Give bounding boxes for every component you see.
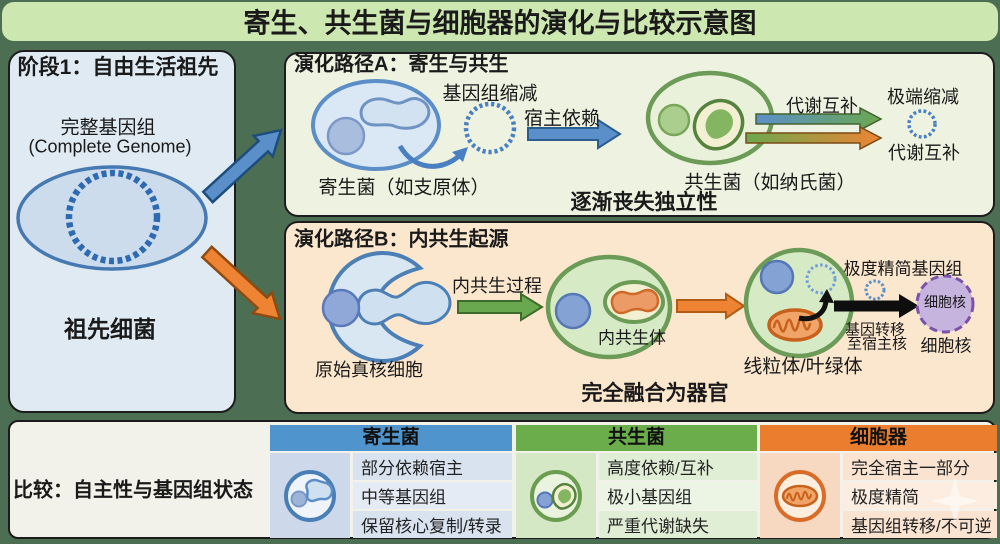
endosymbiont-label: 内共生体 — [598, 328, 666, 348]
table-header-parasite: 寄生菌 — [270, 425, 512, 451]
mitochondrion-icon — [760, 453, 840, 538]
table-cell: 基因组转移/不可逆 — [843, 511, 997, 538]
ancestral-cell-label: 祖先细菌 — [64, 316, 156, 342]
metabolic-top-label: 代谢互补 — [786, 96, 858, 116]
metabolic-bottom-label: 代谢互补 — [888, 143, 960, 163]
symbiont-label: 共生菌（如纳氏菌） — [684, 172, 856, 194]
path-a-bottom-note: 逐渐丧失独立性 — [570, 191, 718, 214]
parasite-label: 寄生菌（如支原体） — [318, 177, 490, 199]
path-b-header: 演化路径B：内共生起源 — [294, 228, 509, 251]
genome-reduction-label: 基因组缩减 — [442, 83, 538, 105]
stage1-panel — [8, 50, 236, 413]
table-header-symbiont: 共生菌 — [516, 425, 757, 451]
comparison-label: 比较：自主性与基因组状态 — [13, 479, 253, 502]
host-dependence-label: 宿主依赖 — [523, 108, 601, 130]
table-cell: 极小基因组 — [599, 482, 757, 509]
complete-genome-label-cn: 完整基因组 — [60, 117, 156, 139]
parasite-cell-icon — [270, 453, 350, 538]
title-bar — [2, 2, 998, 41]
table-header-organelle: 细胞器 — [760, 425, 997, 451]
table-cell: 极度精简 — [843, 482, 997, 509]
proto-eukaryote-label: 原始真核细胞 — [315, 360, 423, 380]
organelle-label: 线粒体/叶绿体 — [743, 356, 863, 378]
table-cell: 中等基因组 — [353, 482, 512, 509]
complete-genome-label-en: (Complete Genome) — [28, 136, 192, 157]
minimal-genome-label: 极度精简基因组 — [843, 259, 963, 279]
table-cell: 严重代谢缺失 — [599, 511, 757, 538]
extreme-reduction-label: 极端缩减 — [887, 87, 959, 107]
table-cell: 保留核心复制/转录 — [353, 511, 512, 538]
path-b-bottom-note: 完全融合为器官 — [581, 382, 729, 405]
table-cell: 部分依赖宿主 — [353, 453, 512, 480]
gene-transfer-label-line1: 基因转移 — [844, 321, 906, 339]
table-cell: 完全宿主一部分 — [843, 453, 997, 480]
path-a-header: 演化路径A：寄生与共生 — [294, 53, 509, 76]
page-title: 寄生、共生菌与细胞器的演化与比较示意图 — [243, 8, 757, 39]
stage1-header: 阶段1：自由生活祖先 — [17, 56, 219, 79]
nucleus-label: 细胞核 — [920, 336, 972, 356]
symbiont-cell-icon — [516, 453, 596, 538]
table-cell: 高度依赖/互补 — [599, 453, 757, 480]
endosymbiosis-process-label: 内共生过程 — [452, 276, 542, 296]
gene-transfer-label-line2: 至宿主核 — [846, 335, 908, 353]
nucleus-inner-label: 细胞核 — [924, 294, 966, 310]
